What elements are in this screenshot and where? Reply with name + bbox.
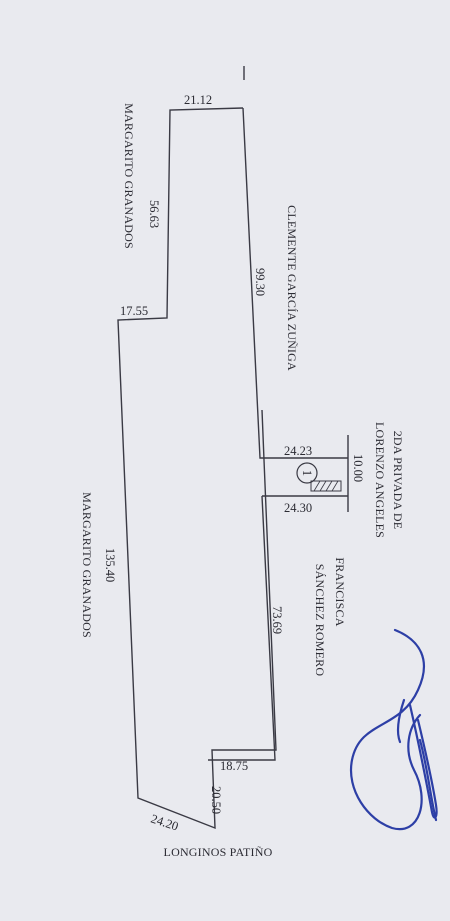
measure-24-30: 24.30 [284, 501, 312, 515]
measure-24-23: 24.23 [284, 444, 312, 458]
left-lot-outline [117, 107, 277, 830]
measure-135-40: 135.40 [103, 548, 117, 582]
measure-56-63: 56.63 [147, 200, 161, 228]
street-line-2: LORENZO ANGELES [373, 422, 387, 538]
lot-number-marker: 1 [296, 462, 318, 484]
measure-17-55: 17.55 [120, 304, 148, 318]
upper-strip-outline [242, 107, 318, 459]
measure-20-50: 20.50 [209, 786, 223, 814]
lot-marker-box [310, 480, 342, 492]
neighbor-margarito-left: MARGARITO GRANADOS [122, 103, 136, 249]
neighbor-margarito-bottom: MARGARITO GRANADOS [80, 492, 94, 638]
neighbor-longinos: LONGINOS PATIÑO [164, 845, 273, 859]
plot-outline [117, 66, 349, 830]
lot-number: 1 [300, 470, 314, 476]
neighbor-francisca-1: FRANCISCA [333, 557, 347, 626]
measure-99-30: 99.30 [253, 268, 267, 296]
signature-drawing [349, 628, 438, 831]
neighbor-francisca-2: SÁNCHEZ ROMERO [313, 564, 327, 677]
measure-18-75: 18.75 [220, 759, 248, 773]
measure-10-00: 10.00 [351, 454, 365, 482]
street-line-1: 2DA PRIVADA DE [391, 431, 405, 530]
neighbor-clemente: CLEMENTE GARCÍA ZUÑIGA [285, 205, 299, 371]
lower-strip-outline [208, 495, 276, 761]
measure-73-69: 73.69 [270, 606, 284, 634]
measure-21-12: 21.12 [184, 93, 212, 107]
